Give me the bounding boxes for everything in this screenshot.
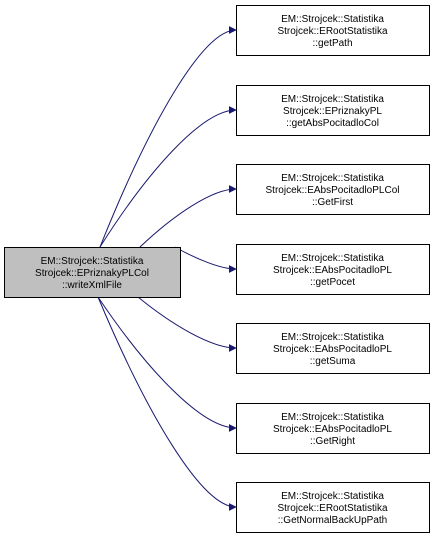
called-function-node-label-line: EM::Strojcek::Statistika bbox=[281, 253, 384, 264]
call-edge bbox=[174, 246, 237, 273]
called-function-node-label-line: EM::Strojcek::Statistika bbox=[281, 173, 384, 184]
called-function-node-label-line: EM::Strojcek::Statistika bbox=[281, 491, 384, 502]
source-function-node-box bbox=[4, 247, 181, 298]
called-function-node-box bbox=[236, 244, 430, 295]
source-function-node-label-line: Strojcek::EPriznakyPLCol bbox=[35, 268, 149, 279]
call-edge bbox=[99, 26, 237, 248]
call-edge bbox=[97, 296, 237, 432]
called-function-node-box bbox=[236, 403, 430, 454]
called-function-node-label-line: Strojcek::ERootStatistika bbox=[277, 26, 387, 37]
call-edge bbox=[99, 106, 237, 248]
called-function-node-box bbox=[236, 164, 430, 215]
called-function-node-label-line: Strojcek::EAbsPocitadloPL bbox=[273, 424, 392, 435]
called-function-node-label-line: EM::Strojcek::Statistika bbox=[281, 94, 384, 105]
call-edge bbox=[97, 296, 237, 511]
called-function-node-label-line: ::GetNormalBackUpPath bbox=[278, 515, 388, 526]
called-function-node-label-line: Strojcek::EPriznakyPL bbox=[283, 106, 382, 117]
called-function-node-label-line: EM::Strojcek::Statistika bbox=[281, 412, 384, 423]
called-function-node-label-line: ::GetFirst bbox=[312, 197, 353, 208]
called-function-node[interactable]: EM::Strojcek::StatistikaStrojcek::EAbsPo… bbox=[236, 403, 430, 454]
called-function-node-box bbox=[236, 5, 430, 56]
called-function-node-label-line: ::getAbsPocitadloCol bbox=[286, 118, 379, 129]
call-edges bbox=[97, 26, 237, 511]
called-function-node-label-line: ::getPocet bbox=[310, 277, 355, 288]
called-function-node-box bbox=[236, 482, 430, 533]
called-function-node-label-line: Strojcek::EAbsPocitadloPLCol bbox=[266, 185, 400, 196]
source-function-node[interactable]: EM::Strojcek::StatistikaStrojcek::EPrizn… bbox=[4, 247, 181, 298]
called-function-node-label-line: Strojcek::EAbsPocitadloPL bbox=[273, 344, 392, 355]
function-nodes: EM::Strojcek::StatistikaStrojcek::EPrizn… bbox=[4, 5, 430, 533]
called-function-node-label-line: Strojcek::ERootStatistika bbox=[277, 503, 387, 514]
called-function-node[interactable]: EM::Strojcek::StatistikaStrojcek::ERootS… bbox=[236, 482, 430, 533]
called-function-node-label-line: ::getSuma bbox=[310, 356, 356, 367]
called-function-node-label-line: EM::Strojcek::Statistika bbox=[281, 332, 384, 343]
called-function-node[interactable]: EM::Strojcek::StatistikaStrojcek::EAbsPo… bbox=[236, 323, 430, 374]
call-edge bbox=[137, 296, 237, 352]
called-function-node-box bbox=[236, 323, 430, 374]
called-function-node[interactable]: EM::Strojcek::StatistikaStrojcek::EAbsPo… bbox=[236, 164, 430, 215]
called-function-node[interactable]: EM::Strojcek::StatistikaStrojcek::EAbsPo… bbox=[236, 244, 430, 295]
call-edge bbox=[139, 185, 237, 248]
called-function-node-label-line: EM::Strojcek::Statistika bbox=[281, 14, 384, 25]
called-function-node-box bbox=[236, 85, 430, 136]
source-function-node-label-line: ::writeXmlFile bbox=[62, 280, 122, 291]
source-function-node-label-line: EM::Strojcek::Statistika bbox=[41, 256, 144, 267]
called-function-node[interactable]: EM::Strojcek::StatistikaStrojcek::EPrizn… bbox=[236, 85, 430, 136]
called-function-node-label-line: Strojcek::EAbsPocitadloPL bbox=[273, 265, 392, 276]
called-function-node[interactable]: EM::Strojcek::StatistikaStrojcek::ERootS… bbox=[236, 5, 430, 56]
called-function-node-label-line: ::GetRight bbox=[310, 436, 355, 447]
called-function-node-label-line: ::getPath bbox=[312, 38, 352, 49]
